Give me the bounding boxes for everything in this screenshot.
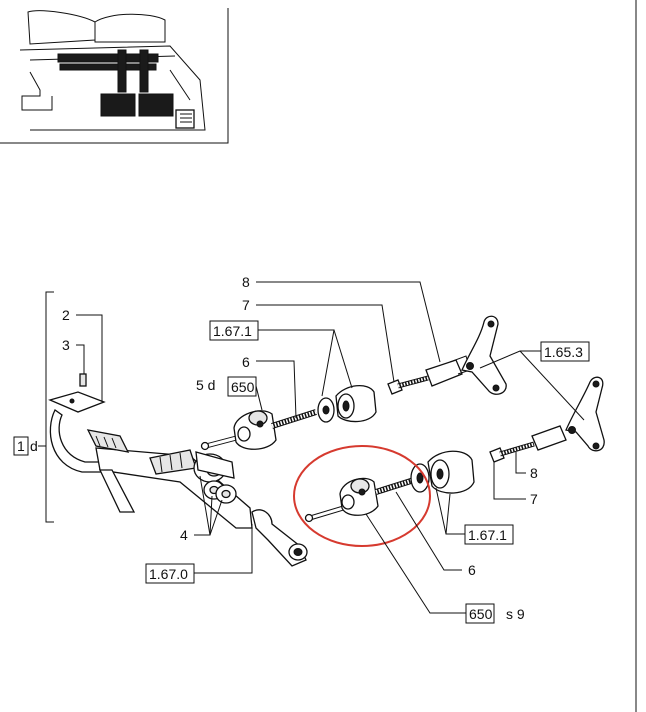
fork-part-8-right bbox=[531, 425, 567, 451]
ref-box-1d[interactable] bbox=[13, 436, 29, 456]
label-650-top: 650 bbox=[231, 379, 255, 395]
right-adjuster-assembly bbox=[489, 376, 605, 463]
label-1653: 1.65.3 bbox=[544, 344, 583, 360]
label-1d-suffix: d bbox=[30, 438, 38, 454]
label-8-right: 8 bbox=[530, 465, 538, 481]
label-1: 1 bbox=[17, 438, 25, 454]
pedal-shaft-assembly bbox=[48, 373, 308, 567]
callouts: 8 7 1.67.1 6 5 d 650 2 3 1.65.3 8 7 bbox=[62, 274, 590, 624]
thumbnail-accelerator bbox=[175, 109, 195, 129]
thumbnail-pedal-arm bbox=[117, 49, 127, 93]
label-1671-top: 1.67.1 bbox=[213, 323, 252, 339]
label-7-top: 7 bbox=[242, 297, 250, 313]
group-bracket-1d: 1 d bbox=[13, 291, 54, 523]
pin-part-3 bbox=[79, 373, 87, 387]
label-8-top: 8 bbox=[242, 274, 250, 290]
highlighted-adjuster-assembly bbox=[293, 445, 475, 547]
shaft-lever bbox=[98, 469, 136, 513]
upper-adjuster-assembly bbox=[200, 315, 507, 451]
label-6-top: 6 bbox=[242, 354, 250, 370]
label-650-bottom: 650 bbox=[469, 606, 493, 622]
location-thumbnail bbox=[0, 8, 229, 144]
label-1670: 1.67.0 bbox=[149, 566, 188, 582]
thumbnail-clutch-pedal bbox=[21, 71, 53, 111]
highlight-circle bbox=[293, 445, 431, 547]
label-6-bottom: 6 bbox=[468, 562, 476, 578]
thumbnail-brake-pedal bbox=[138, 93, 174, 117]
fork-part-8 bbox=[425, 359, 463, 387]
linkage-lever-1653-lower bbox=[565, 376, 605, 452]
thumbnail-brake-pedal bbox=[100, 93, 136, 117]
label-3: 3 bbox=[62, 337, 70, 353]
thumbnail-highlight-bar bbox=[59, 63, 157, 71]
pedal-arm bbox=[49, 409, 109, 473]
label-s9: s 9 bbox=[506, 606, 525, 622]
linkage-lever-1653-upper bbox=[461, 315, 507, 395]
label-4: 4 bbox=[180, 527, 188, 543]
plate-part-2 bbox=[48, 391, 106, 413]
label-2: 2 bbox=[62, 307, 70, 323]
thumbnail-highlight-bar bbox=[57, 53, 159, 63]
thumbnail-pedal-arm bbox=[139, 49, 149, 93]
label-7-right: 7 bbox=[530, 491, 538, 507]
label-5d: 5 d bbox=[196, 377, 215, 393]
label-1671-right: 1.67.1 bbox=[468, 527, 507, 543]
